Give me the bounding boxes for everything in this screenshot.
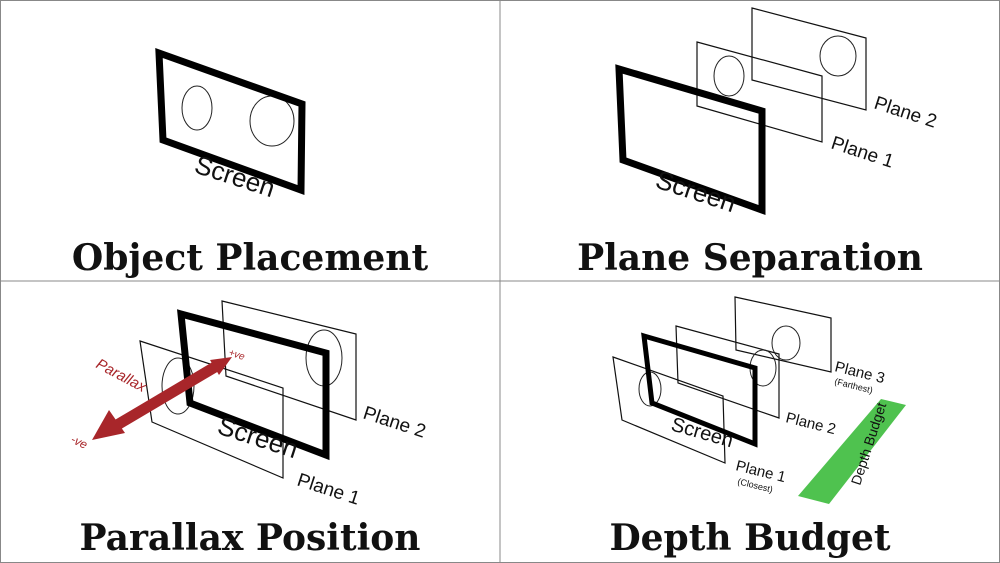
plane-2: [675, 325, 780, 419]
arrow-head-negative: [92, 410, 125, 440]
plane-3-circle: [771, 325, 801, 361]
panel-title: Object Placement: [72, 237, 429, 279]
screen-frame: [177, 309, 330, 461]
panel-title: Depth Budget: [609, 517, 890, 559]
plane-1-circle: [713, 55, 745, 97]
plane-2-circle: [819, 35, 857, 77]
arrow-head-positive: [210, 357, 232, 375]
panel-depth-budget: Depth Budget Plane 3 (Farthest) Plane 2 …: [609, 296, 906, 559]
positive-label: +ve: [227, 347, 246, 363]
screen-frame: [641, 332, 758, 448]
plane-1-circle: [161, 357, 195, 415]
plane-1: [139, 340, 284, 479]
object-circle-left: [181, 85, 213, 131]
depth-budget-band: [798, 399, 906, 504]
panel-title: Parallax Position: [80, 517, 421, 559]
parallax-arrow: [92, 357, 232, 440]
plane-3: [734, 296, 832, 373]
plane-1: [696, 41, 823, 143]
plane-2: [751, 7, 867, 111]
screen-frame: [155, 47, 306, 195]
plane-2: [221, 300, 357, 421]
negative-label: -ve: [69, 432, 90, 452]
screen-frame: [615, 64, 766, 215]
plane-1: [612, 356, 726, 464]
panel-title: Plane Separation: [577, 237, 923, 279]
